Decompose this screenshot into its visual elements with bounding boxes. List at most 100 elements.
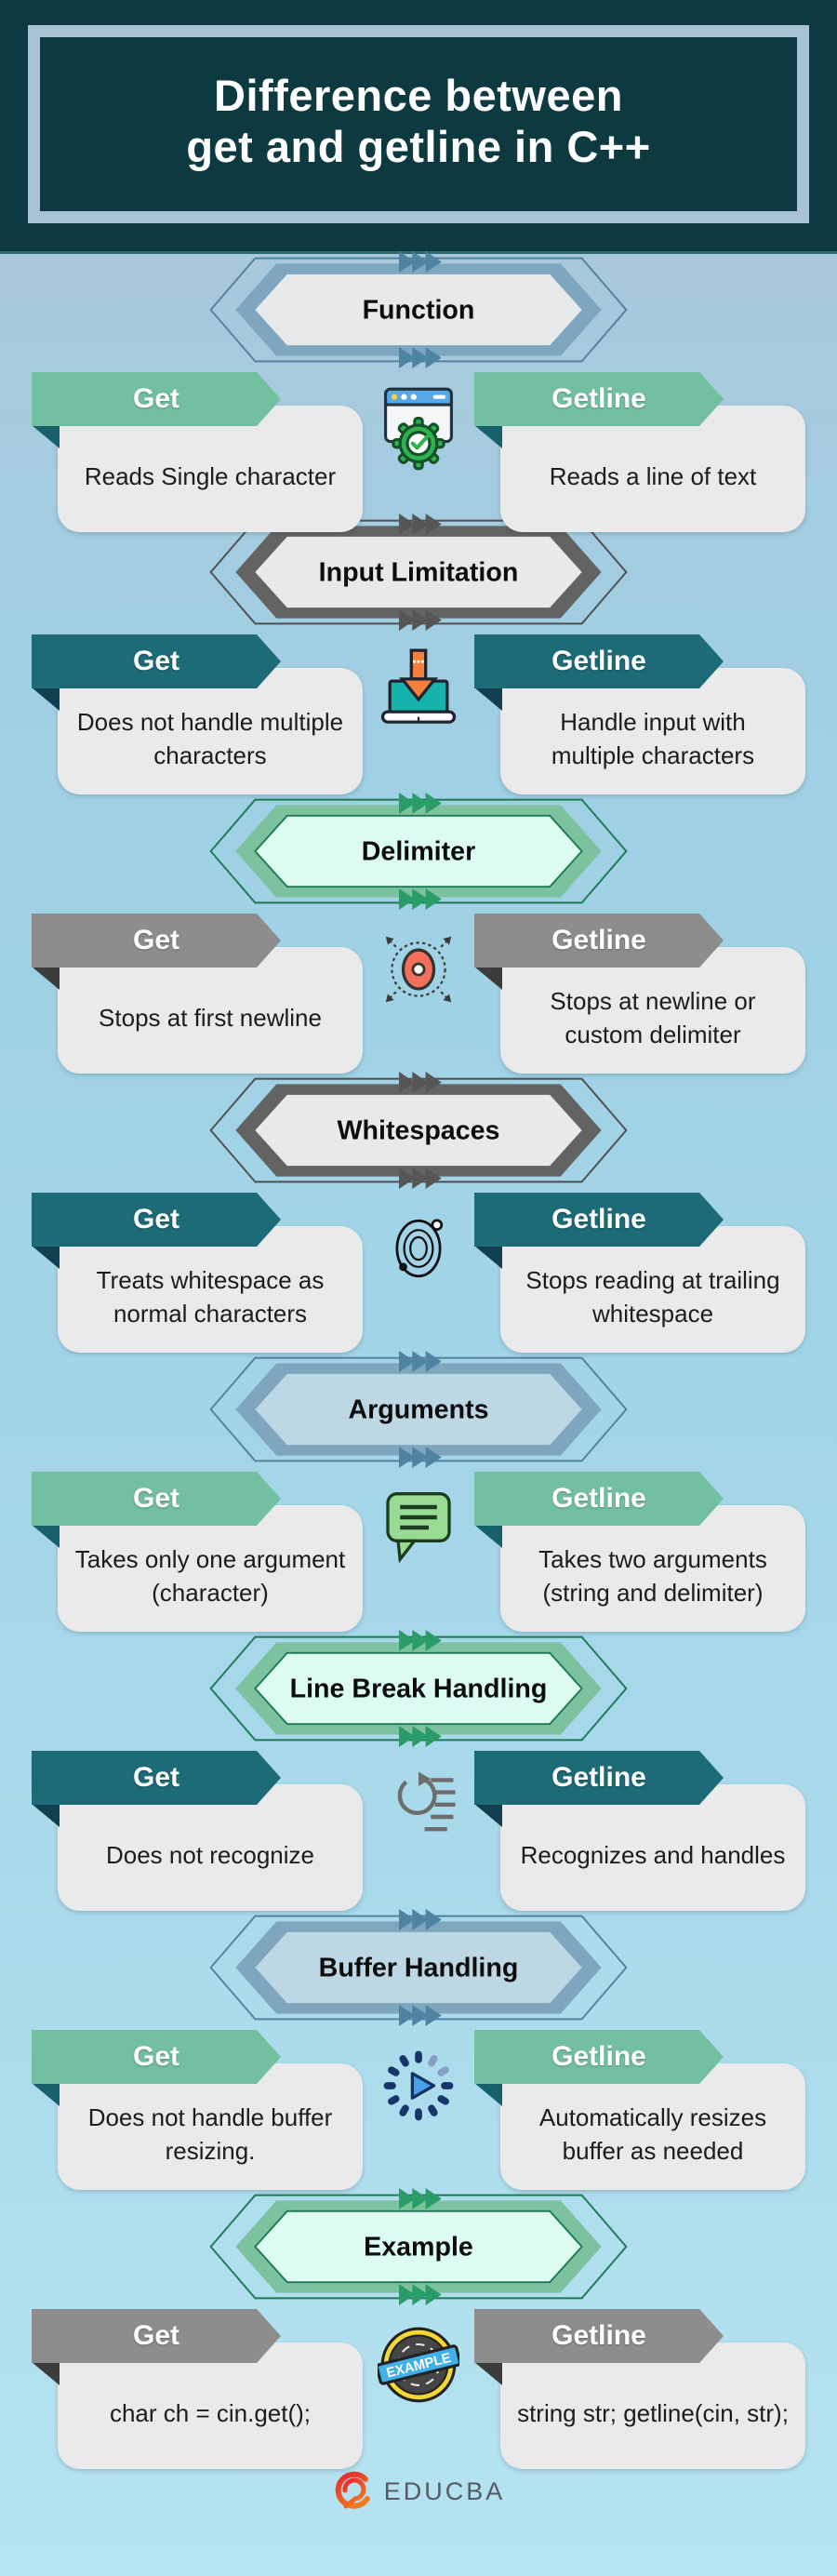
get-ribbon: Get	[32, 2030, 281, 2084]
getline-card: Getline Automatically resizes buffer as …	[474, 2030, 805, 2191]
chevrons-bottom-icon	[399, 609, 442, 632]
getline-ribbon: Getline	[474, 914, 724, 968]
section-title: Input Limitation	[319, 558, 519, 588]
chevrons-top-icon	[399, 1072, 442, 1093]
chevrons-top-icon	[399, 1630, 442, 1651]
page-title: Difference between get and getline in C+…	[47, 71, 790, 172]
get-card: Get Treats whitespace as normal characte…	[32, 1193, 363, 1354]
get-description: Reads Single character	[58, 406, 363, 533]
chevrons-bottom-icon	[399, 2005, 442, 2027]
ribbon-fold	[474, 425, 502, 449]
getline-description: Takes two arguments (string and delimite…	[500, 1505, 805, 1633]
get-card: Get Reads Single character	[32, 372, 363, 533]
getline-description: Stops at newline or custom delimiter	[500, 947, 805, 1074]
section-title: Arguments	[348, 1395, 488, 1425]
section-title: Buffer Handling	[319, 1954, 519, 1983]
get-label: Get	[132, 383, 179, 415]
hexagon-fill	[254, 814, 583, 888]
getline-label: Getline	[551, 925, 646, 956]
target-disc-icon	[363, 914, 474, 1016]
ribbon-fold	[32, 967, 60, 991]
getline-card: Getline Recognizes and handles	[474, 1751, 805, 1912]
ribbon-fold	[32, 425, 60, 449]
getline-description: Handle input with multiple characters	[500, 668, 805, 795]
getline-description: Reads a line of text	[500, 406, 805, 533]
get-label: Get	[132, 925, 179, 956]
cards-row: Get Takes only one argument (character) …	[0, 1468, 837, 1633]
getline-description: Stops reading at trailing whitespace	[500, 1226, 805, 1354]
section-banner: Line Break Handling	[209, 1630, 628, 1748]
cards-row: Get Stops at first newline Getline Stops	[0, 910, 837, 1074]
section-input-limitation: Input Limitation Get Does not handle mul…	[0, 514, 837, 795]
section-banner: Arguments	[209, 1351, 628, 1469]
getline-label: Getline	[551, 2041, 646, 2073]
get-label: Get	[132, 2320, 179, 2352]
section-banner: Buffer Handling	[209, 1909, 628, 2027]
example-badge-icon: EXAMPLE	[363, 2309, 474, 2411]
section-arguments: Arguments Get Takes only one argument (c…	[0, 1351, 837, 1633]
get-label: Get	[132, 1762, 179, 1794]
title-frame: Difference between get and getline in C+…	[28, 25, 809, 224]
section-title: Line Break Handling	[290, 1675, 548, 1704]
get-ribbon: Get	[32, 1472, 281, 1526]
section-banner: Delimiter	[209, 793, 628, 911]
chevrons-top-icon	[399, 1351, 442, 1372]
hexagon-outline	[209, 2194, 628, 2300]
title-banner: Difference between get and getline in C+…	[0, 0, 837, 252]
section-title: Function	[363, 296, 475, 326]
hexagon-fill	[255, 1094, 582, 1167]
getline-card: Getline Takes two arguments (string and …	[474, 1472, 805, 1633]
section-line-break-handling: Line Break Handling Get Does not recogni…	[0, 1630, 837, 1912]
educba-logo-icon	[335, 2471, 370, 2509]
chat-bubble-icon	[363, 1472, 474, 1574]
getline-ribbon: Getline	[474, 1193, 724, 1247]
get-description: Does not handle multiple characters	[58, 668, 363, 795]
hexagon-outline	[209, 798, 628, 904]
hexagon-outline	[209, 1635, 628, 1742]
chevrons-bottom-icon	[399, 1168, 442, 1190]
get-card: Get Does not handle buffer resizing.	[32, 2030, 363, 2191]
getline-ribbon: Getline	[474, 1472, 724, 1526]
page-title-line2: get and getline in C++	[186, 121, 651, 171]
section-banner: Function	[209, 251, 628, 369]
cards-row: Get Does not handle buffer resizing.	[0, 2026, 837, 2191]
hexagon-outline	[209, 1077, 628, 1183]
ribbon-fold	[32, 1804, 60, 1828]
hexagon-outline	[209, 257, 628, 363]
hexagon-fill	[255, 1373, 582, 1446]
hexagon-fill	[255, 274, 582, 346]
getline-card: Getline string str; getline(cin, str);	[474, 2309, 805, 2470]
ribbon-fold	[32, 1246, 60, 1270]
getline-card: Getline Handle input with multiple chara…	[474, 634, 805, 795]
chevrons-top-icon	[399, 1909, 442, 1930]
ribbon-fold	[474, 2362, 502, 2386]
hexagon-outline	[209, 1915, 628, 2021]
chevrons-top-icon	[399, 514, 442, 535]
get-description: Treats whitespace as normal characters	[58, 1226, 363, 1354]
get-description: Does not handle buffer resizing.	[58, 2063, 363, 2191]
getline-ribbon: Getline	[474, 1751, 724, 1805]
ribbon-fold	[474, 1525, 502, 1549]
cards-row: Get Reads Single character Get	[0, 368, 837, 533]
hexagon-fill	[255, 1931, 582, 2004]
get-ribbon: Get	[32, 1193, 281, 1247]
browser-gear-icon	[363, 372, 474, 474]
get-label: Get	[132, 1204, 179, 1235]
loop-lines-icon	[363, 1751, 474, 1853]
cards-row: Get char ch = cin.get(); EXAMPLE Getline…	[0, 2305, 837, 2470]
getline-description: string str; getline(cin, str);	[500, 2342, 805, 2470]
getline-label: Getline	[551, 1483, 646, 1515]
getline-label: Getline	[551, 2320, 646, 2352]
title-inner: Difference between get and getline in C+…	[40, 37, 797, 212]
cards-row: Get Does not handle multiple characters …	[0, 631, 837, 795]
hexagon-fill	[254, 2209, 583, 2284]
section-title: Delimiter	[362, 837, 476, 867]
ribbon-fold	[474, 1246, 502, 1270]
get-description: Does not recognize	[58, 1784, 363, 1912]
chevrons-top-icon	[399, 793, 442, 814]
getline-ribbon: Getline	[474, 2030, 724, 2084]
chevrons-top-icon	[399, 251, 442, 273]
section-banner: Whitespaces	[209, 1072, 628, 1190]
get-card: Get Does not recognize	[32, 1751, 363, 1912]
spinner-play-icon	[363, 2030, 474, 2132]
